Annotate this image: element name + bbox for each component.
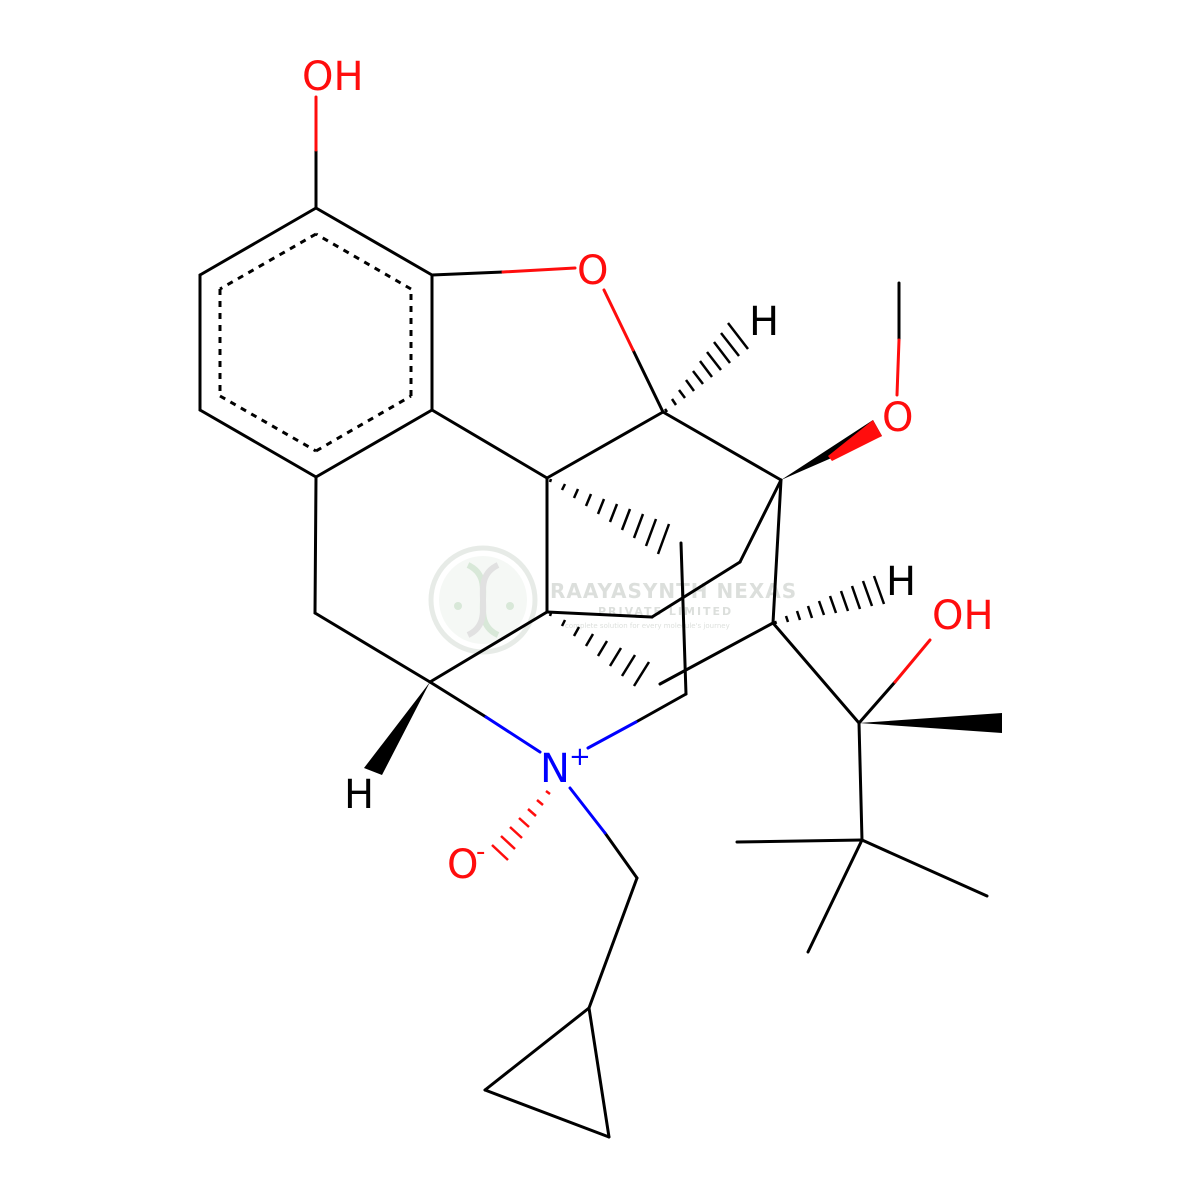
nitrogen-label: N [540,746,570,792]
carbon-bonds [198,206,989,1139]
phenol-hydroxyl-label: OH [302,54,364,100]
ring-oxygen-label: O [577,248,608,294]
atom-labels: OH O O OH N + O - H H H [302,54,994,888]
hydrogen-label-c7: H [886,559,916,605]
hydrogen-label-c9: H [344,772,374,818]
n-oxide-oxygen-label: O [447,842,478,888]
dna-helix-logo [428,545,538,655]
aromatic-dashed-bonds [218,232,413,453]
methoxy-oxygen-label: O [882,395,913,441]
heteroatom-bonds [314,95,932,880]
n-oxide-charge: - [476,837,485,867]
wedge-bonds [364,420,1002,775]
nitrogen-charge: + [569,742,591,772]
hydrogen-label-c5: H [749,299,779,345]
watermark-tagline: complete solution for every molecule's j… [565,622,730,630]
hash-bonds [491,322,886,861]
watermark: RAAYASYNTH NEXAS PRIVATE LIMITED complet… [428,545,797,655]
side-hydroxyl-label: OH [932,593,994,639]
watermark-title: RAAYASYNTH NEXAS [550,579,797,603]
